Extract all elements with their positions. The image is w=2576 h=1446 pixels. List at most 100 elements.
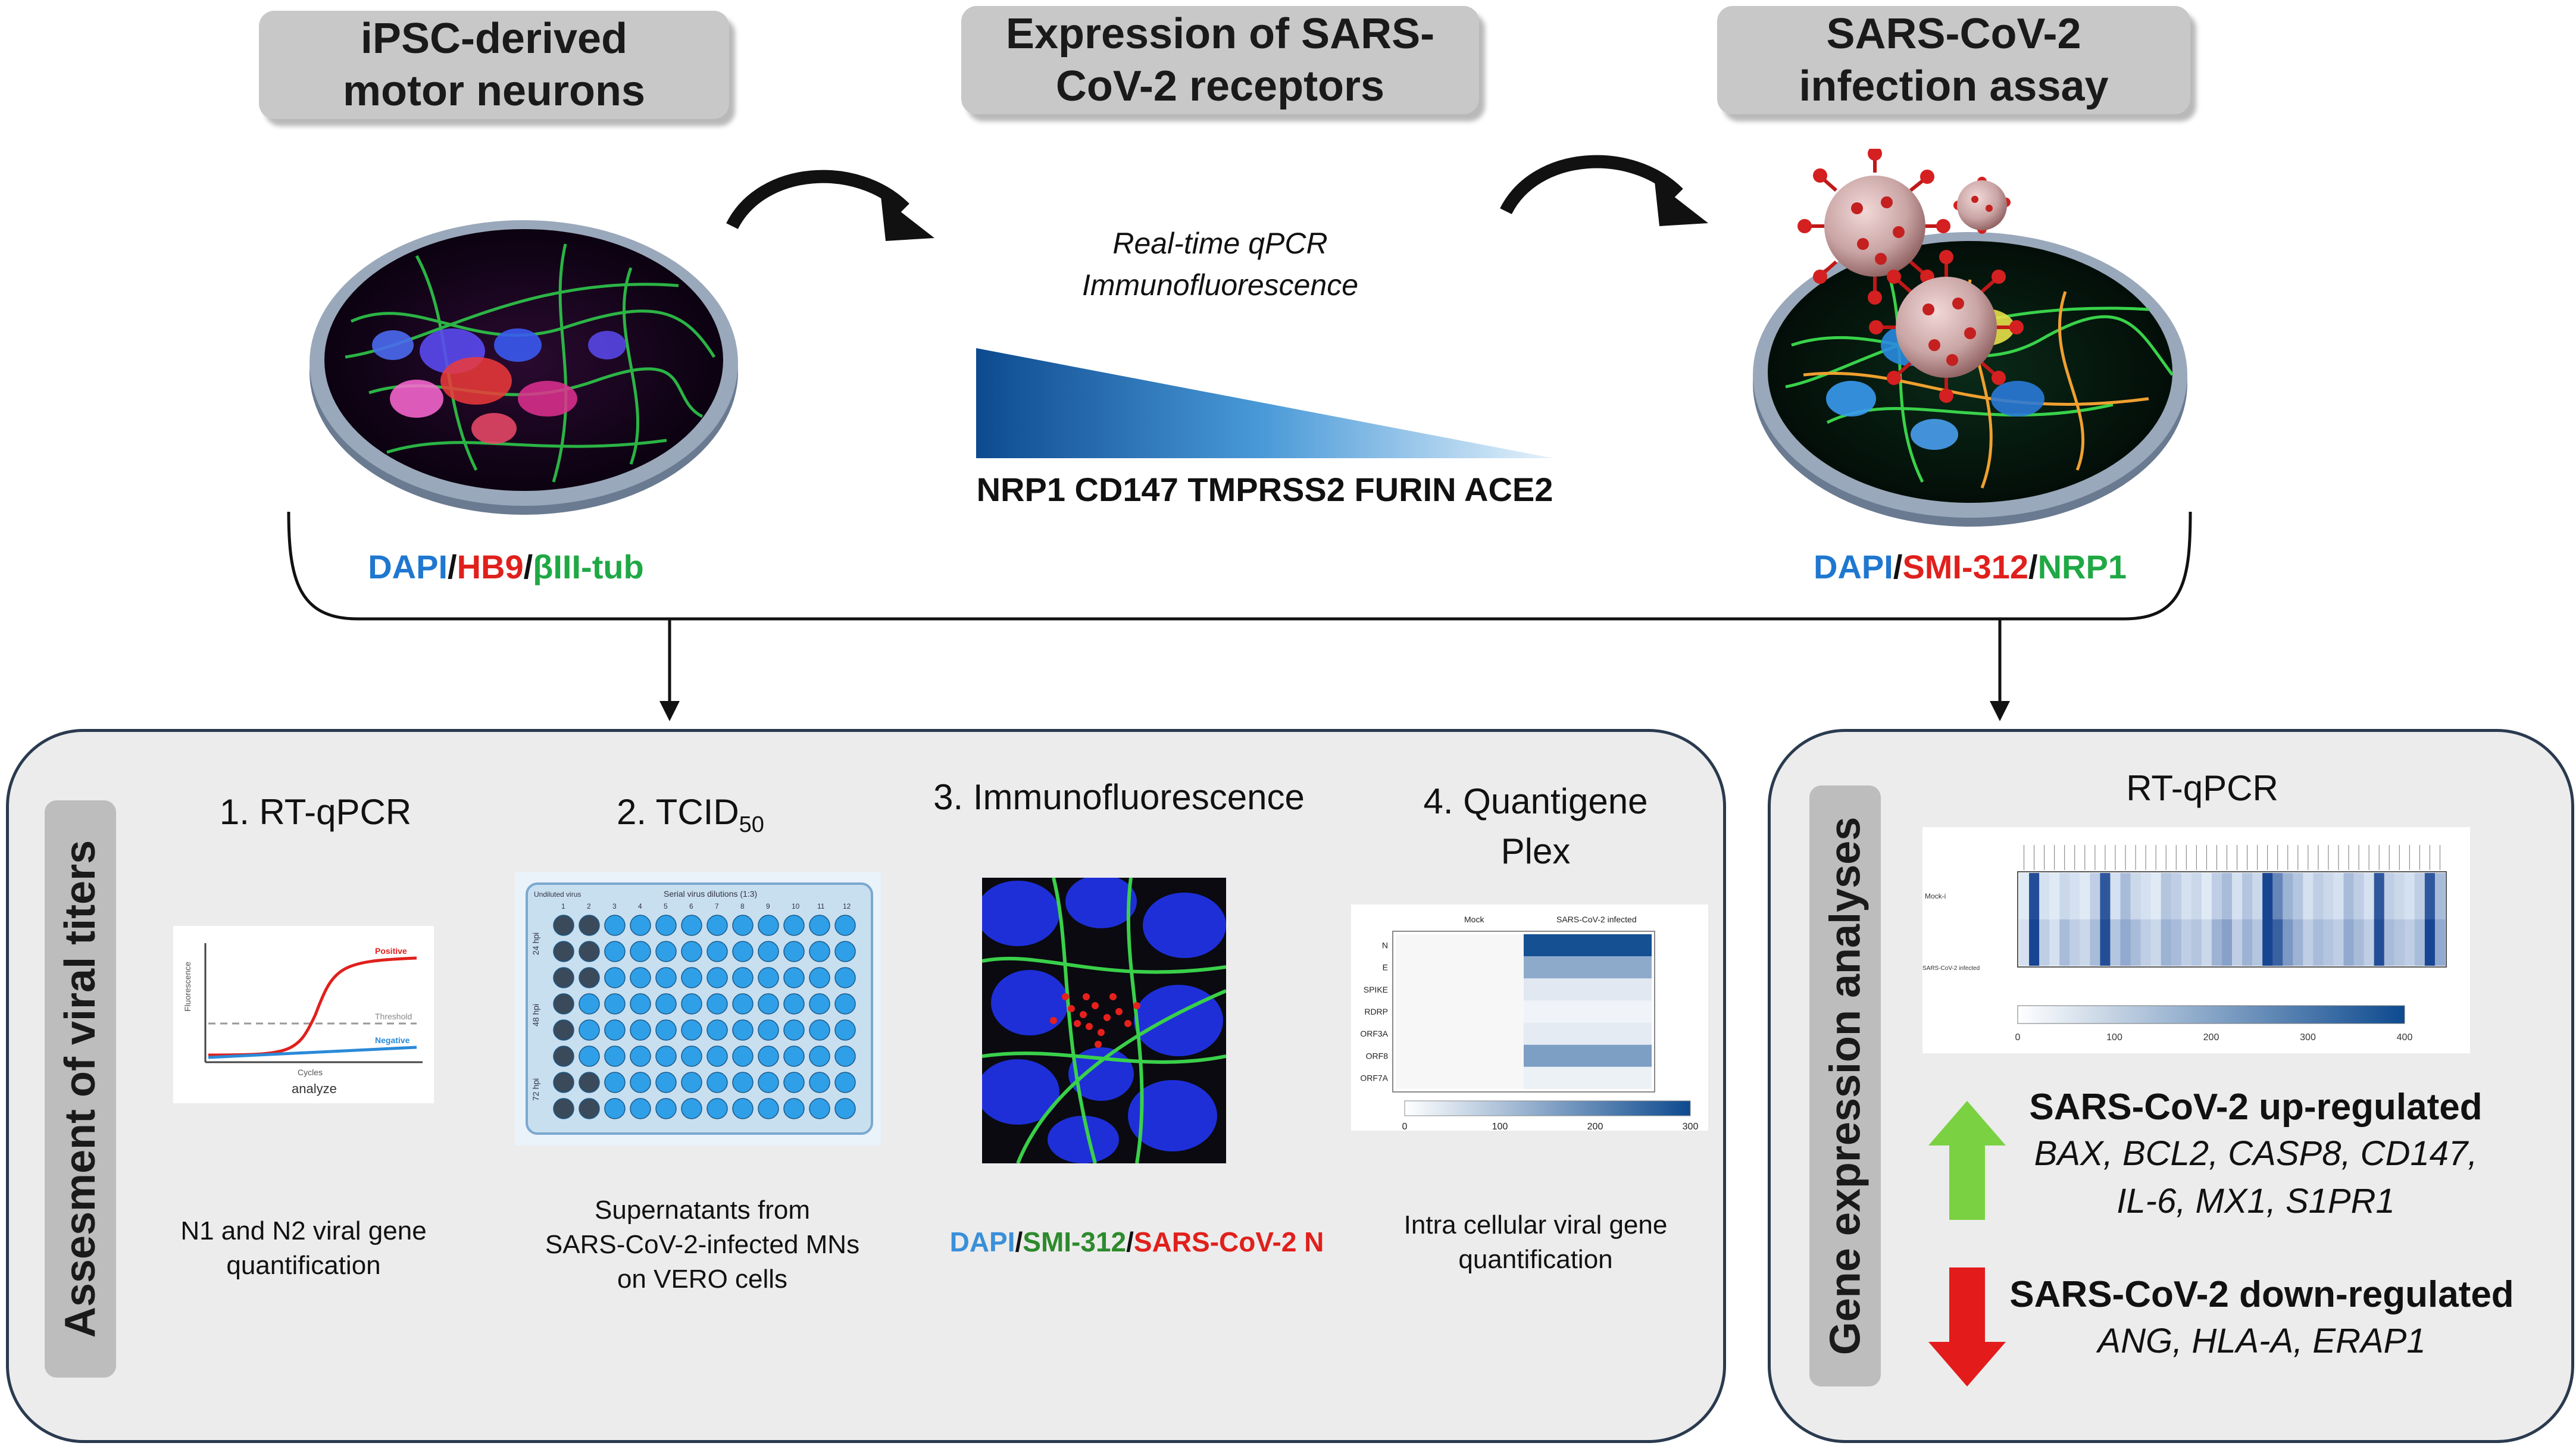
well <box>655 1072 677 1093</box>
heatmap-row-label: E <box>1383 963 1388 972</box>
well <box>732 1072 754 1093</box>
well <box>604 915 626 936</box>
well <box>630 1046 651 1067</box>
plate-col-label: 2 <box>587 902 591 910</box>
heatmap-cell <box>2211 873 2222 919</box>
heatmap-cell <box>2161 919 2172 966</box>
plate-col-label: 12 <box>843 902 851 910</box>
well <box>706 915 728 936</box>
well <box>630 993 651 1015</box>
heatmap-cell <box>1524 978 1652 1001</box>
well <box>809 1046 830 1067</box>
step-tcid50-title: 2. TCID50 <box>536 791 845 838</box>
tcid50-well-plate: Serial virus dilutions (1:3) Undiluted v… <box>515 872 881 1145</box>
well <box>681 1098 702 1119</box>
heatmap-cell <box>1524 1000 1652 1023</box>
down-regulated-genes: ANG, HLA-A, ERAP1 <box>2097 1322 2426 1360</box>
heatmap-cell <box>2029 873 2040 919</box>
heatmap-cell <box>2414 873 2425 919</box>
heatmap-cell <box>2232 919 2243 966</box>
well <box>758 1046 779 1067</box>
heatmap-cell <box>2252 919 2263 966</box>
plot-footer: analyze <box>292 1081 337 1096</box>
well <box>553 1072 574 1093</box>
heatmap-row-label: SPIKE <box>1364 985 1388 994</box>
heatmap-cell <box>2039 919 2050 966</box>
heatmap-cell <box>2110 919 2121 966</box>
stain-biii-tub: βIII-tub <box>533 548 644 586</box>
heatmap-cell <box>2221 873 2233 919</box>
title-line: infection assay <box>1799 62 2109 110</box>
plate-col-label: 4 <box>638 902 642 910</box>
heatmap-cell <box>2262 873 2273 919</box>
well <box>553 941 574 962</box>
up-arrow-icon <box>1928 1101 2006 1220</box>
well <box>834 1019 856 1041</box>
heatmap-cell <box>2221 919 2233 966</box>
well <box>758 1072 779 1093</box>
scale-tick: 300 <box>2300 1032 2316 1043</box>
well <box>655 1019 677 1041</box>
heatmap-cell <box>2313 919 2324 966</box>
well <box>809 915 830 936</box>
receptor-gene-list: NRP1 CD147 TMPRSS2 FURIN ACE2 <box>976 471 1553 508</box>
well <box>783 1098 805 1119</box>
virus-icon <box>1797 149 1950 305</box>
heatmap-cell <box>2069 919 2080 966</box>
well <box>834 915 856 936</box>
expression-gradient-wedge <box>976 348 1553 458</box>
well <box>681 993 702 1015</box>
title-line: motor neurons <box>342 67 645 115</box>
well <box>834 941 856 962</box>
heatmap-cell <box>2353 919 2365 966</box>
scale-tick: 100 <box>2106 1032 2122 1043</box>
qpcr-amplification-plot: Fluorescence Cycles Positive Threshold N… <box>173 925 434 1104</box>
heatmap-cell <box>2252 873 2263 919</box>
well <box>604 941 626 962</box>
quantigene-heatmap: Mock SARS-CoV-2 infected NESPIKERDRPORF3… <box>1351 904 1708 1131</box>
plate-col-label: 11 <box>817 902 825 910</box>
well <box>655 1046 677 1067</box>
plate-row-label: 24 hpi <box>531 932 540 955</box>
heatmap-cell <box>2100 919 2111 966</box>
heatmap-col-label: SARS-CoV-2 infected <box>1556 915 1637 924</box>
well <box>579 993 600 1015</box>
well <box>579 941 600 962</box>
title-line: CoV-2 receptors <box>1055 62 1385 110</box>
well <box>681 915 702 936</box>
well <box>655 915 677 936</box>
well <box>732 1019 754 1041</box>
title-line: Plex <box>1500 831 1571 871</box>
well <box>706 993 728 1015</box>
up-regulated-genes: IL-6, MX1, S1PR1 <box>2117 1182 2395 1220</box>
heatmap-cell <box>2130 919 2142 966</box>
heatmap-cell <box>2242 919 2253 966</box>
heatmap-cell <box>1524 1022 1652 1045</box>
well <box>655 941 677 962</box>
heatmap-cell <box>2150 919 2162 966</box>
heatmap-row-label: SARS-CoV-2 infected <box>1922 965 1980 972</box>
heatmap-cell <box>2090 919 2100 966</box>
heatmap-row-label: ORF8 <box>1366 1051 1389 1060</box>
heatmap-col-label: Mock <box>1464 915 1484 924</box>
step-rt-qpcr-title: 1. RT-qPCR <box>219 792 412 832</box>
heatmap-cell <box>2262 919 2273 966</box>
well <box>706 967 728 988</box>
title-subscript: 50 <box>739 812 764 837</box>
plate-col-label: 10 <box>792 902 800 910</box>
curved-arrow-icon <box>1500 155 1708 226</box>
heatmap-row-label: ORF7A <box>1360 1073 1388 1082</box>
heatmap-cell <box>2059 873 2070 919</box>
stain-dapi: DAPI <box>1814 548 1893 586</box>
well <box>553 993 574 1015</box>
well <box>732 967 754 988</box>
heatmap-cell <box>2374 873 2385 919</box>
stain-smi312: SMI-312 <box>1023 1226 1127 1257</box>
up-regulated-genes: BAX, BCL2, CASP8, CD147, <box>2034 1134 2478 1173</box>
plate-col-label: 3 <box>612 902 617 910</box>
well <box>579 967 600 988</box>
well <box>604 1019 626 1041</box>
heatmap-cell <box>2201 919 2212 966</box>
heatmap-cell <box>2353 873 2365 919</box>
vertical-title: Assesment of viral titers <box>57 840 104 1338</box>
